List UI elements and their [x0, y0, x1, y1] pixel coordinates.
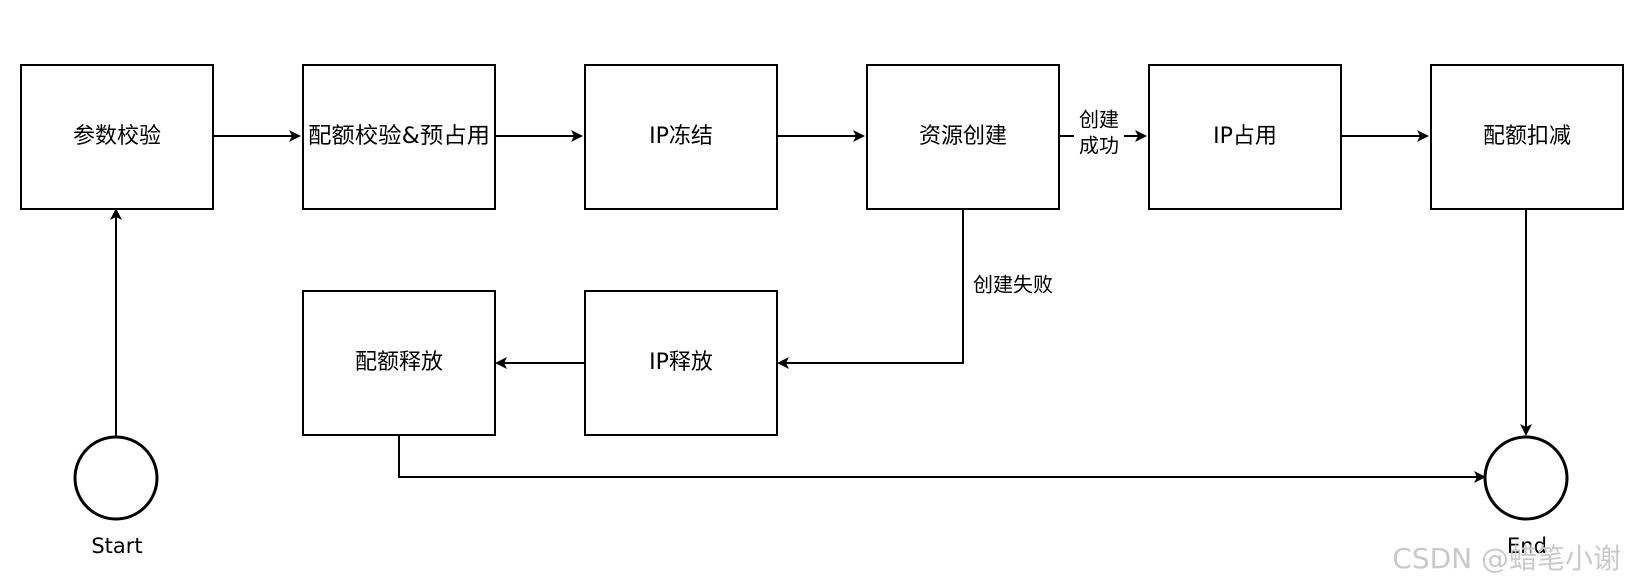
node-resource-create: 资源创建 [866, 64, 1060, 210]
end-circle [1483, 435, 1569, 521]
node-ip-release: IP释放 [584, 290, 778, 436]
node-label-quota-release: 配额释放 [355, 350, 443, 375]
node-ip-freeze: IP冻结 [584, 64, 778, 210]
end-label: End [1507, 534, 1547, 558]
node-label-param-check: 参数校验 [73, 124, 161, 149]
node-quota-check-preoccupy: 配额校验&预占用 [302, 64, 496, 210]
start-circle [73, 435, 159, 521]
edge-label-create-failed: 创建失败 [973, 273, 1053, 297]
node-label-ip-occupy: IP占用 [1213, 124, 1277, 149]
node-quota-release: 配额释放 [302, 290, 496, 436]
edge-quota-release-to-end [398, 435, 1486, 483]
edge-label-create-success-line2: 成功 [1079, 134, 1119, 158]
node-label-ip-release: IP释放 [649, 350, 713, 375]
edge-label-create-success-line1: 创建 [1079, 108, 1119, 132]
start-label: Start [91, 534, 142, 558]
edge-label-bg-success [1074, 106, 1124, 164]
node-param-check: 参数校验 [20, 64, 214, 210]
watermark: CSDN @蜡笔小谢 [1392, 542, 1621, 575]
end-node: End [1483, 435, 1569, 558]
node-label-quota-check-preoccupy: 配额校验&预占用 [308, 124, 490, 149]
node-ip-occupy: IP占用 [1148, 64, 1342, 210]
edge-resource-create-to-ip-release [777, 209, 964, 369]
start-node: Start [73, 435, 159, 558]
node-label-ip-freeze: IP冻结 [649, 124, 713, 149]
node-quota-deduct: 配额扣减 [1430, 64, 1624, 210]
node-label-quota-deduct: 配额扣减 [1483, 124, 1571, 149]
node-label-resource-create: 资源创建 [919, 124, 1007, 149]
